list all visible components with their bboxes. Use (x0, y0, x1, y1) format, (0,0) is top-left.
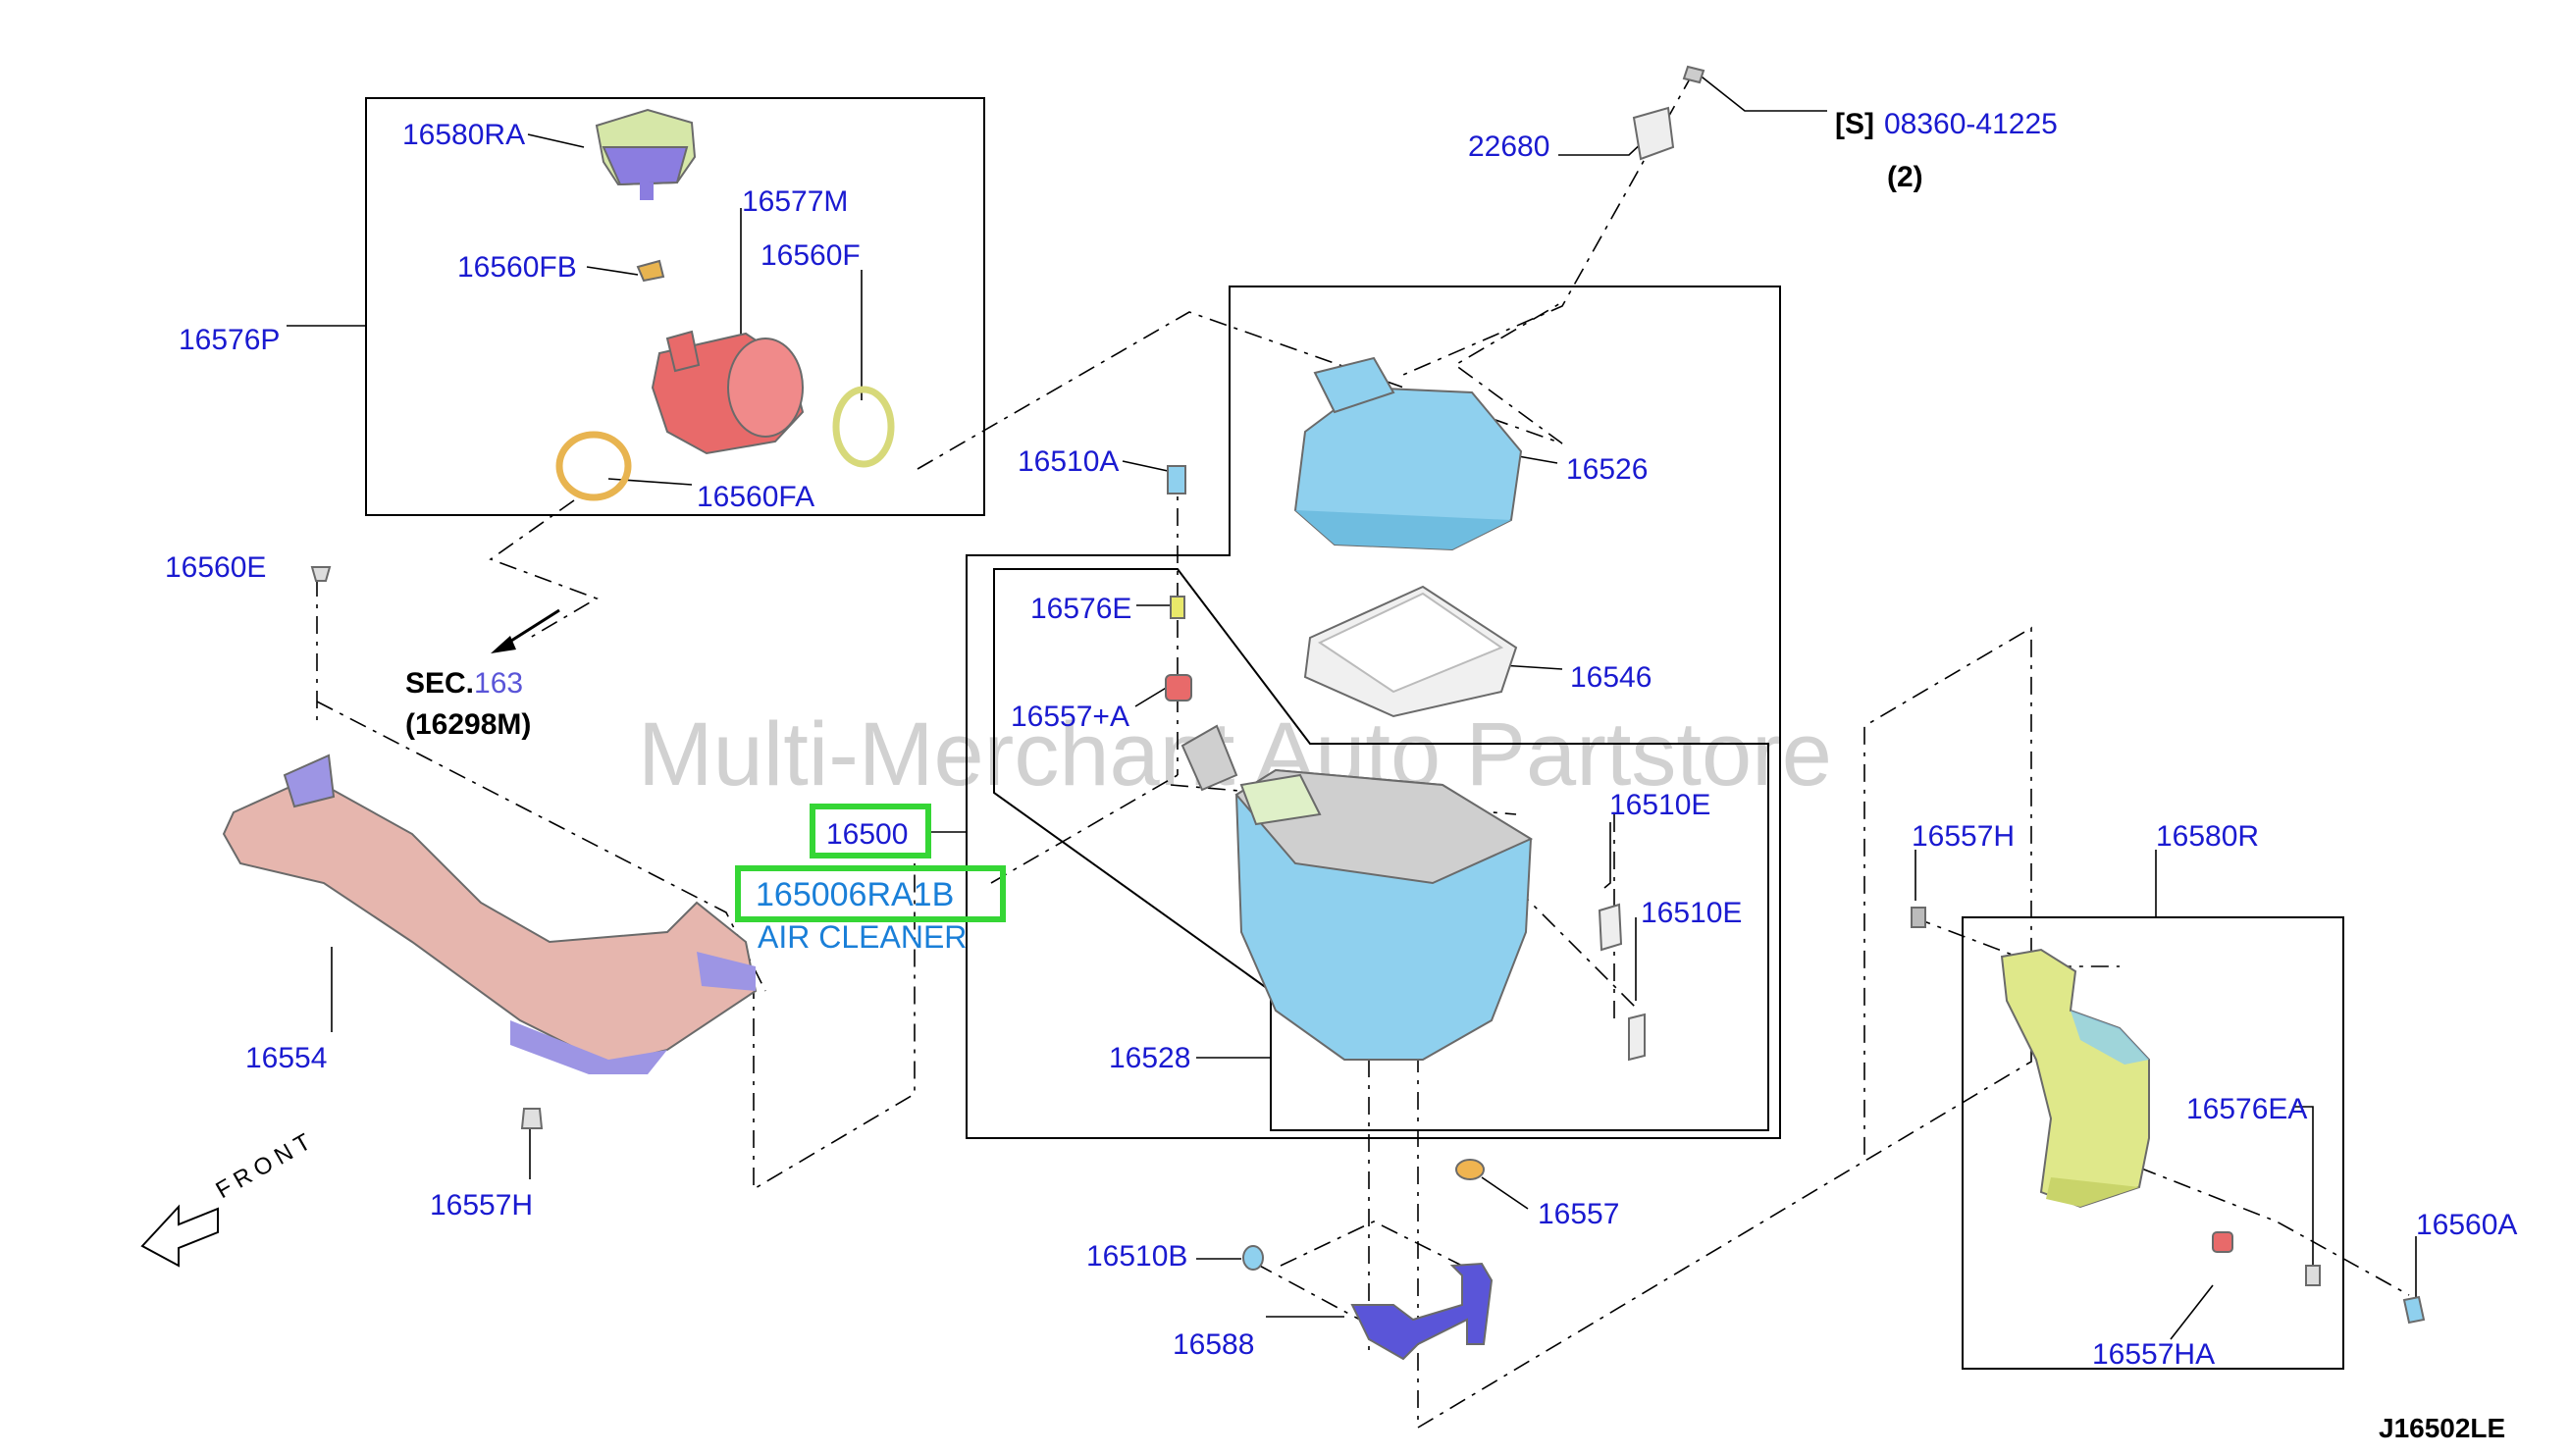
label-qty: (2) (1887, 161, 1923, 193)
sec-prefix: SEC. (405, 667, 474, 700)
label-16577M[interactable]: 16577M (742, 185, 848, 218)
part-16560FB (636, 259, 665, 283)
part-22680 (1632, 106, 1675, 161)
part-16588 (1350, 1262, 1494, 1361)
part-16510E-2 (1628, 1013, 1646, 1062)
leader-16557A (1134, 686, 1169, 707)
leader-16560FB (586, 266, 639, 276)
label-165006RA1B[interactable]: 165006RA1B (756, 876, 954, 913)
connect-line-bracket (1280, 1221, 1483, 1276)
leader-16580RA (527, 133, 585, 148)
label-16580RA[interactable]: 16580RA (402, 119, 525, 151)
connect-line-duct-bottom (753, 863, 916, 1191)
watermark: Multi-Merchant Auto Partstore (638, 704, 1832, 805)
highlight-16500 (810, 804, 931, 858)
label-air-cleaner: AIR CLEANER (758, 919, 967, 955)
sec-arrow (491, 608, 560, 653)
label-16560E[interactable]: 16560E (165, 551, 266, 584)
part-16526 (1293, 356, 1523, 551)
part-16557H-left (520, 1108, 544, 1129)
part-16510B (1242, 1245, 1264, 1271)
label-16576P[interactable]: 16576P (179, 324, 280, 356)
label-16560FA[interactable]: 16560FA (697, 481, 814, 513)
label-16510B[interactable]: 16510B (1086, 1240, 1187, 1273)
label-16528[interactable]: 16528 (1109, 1042, 1190, 1074)
label-16500[interactable]: 16500 (826, 818, 908, 851)
leader-16557 (1481, 1176, 1529, 1210)
leader-16557HA (2170, 1284, 2214, 1340)
label-16588[interactable]: 16588 (1173, 1328, 1254, 1361)
label-08360-41225[interactable]: 08360-41225 (1884, 108, 2058, 140)
connect-line-hose-to-cover (917, 301, 1563, 470)
label-16510E-2[interactable]: 16510E (1641, 897, 1742, 929)
label-16526[interactable]: 16526 (1566, 453, 1648, 486)
label-16557[interactable]: 16557 (1538, 1198, 1619, 1230)
sec-number[interactable]: 163 (474, 667, 523, 700)
part-16546 (1303, 585, 1518, 718)
label-16557A[interactable]: 16557+A (1011, 701, 1129, 733)
connect-line-16560A (2138, 1167, 2410, 1296)
label-16557HA[interactable]: 16557HA (2092, 1338, 2215, 1371)
diagram-id: J16502LE (2379, 1413, 2505, 1443)
label-16580R[interactable]: 16580R (2156, 820, 2259, 853)
part-16557HA (2212, 1231, 2233, 1253)
leader-16576EA (2293, 1106, 2314, 1266)
part-16580R (2000, 948, 2150, 1209)
highlight-165006RA1B (735, 865, 1006, 922)
part-16510E-1 (1598, 903, 1623, 952)
front-label: FRONT (212, 1125, 321, 1204)
part-16560E (310, 566, 332, 582)
part-16577M (651, 330, 805, 455)
label-s-bracket: [S] (1835, 108, 1874, 140)
label-16510A[interactable]: 16510A (1018, 445, 1119, 478)
part-08360-screw (1682, 65, 1705, 84)
part-16580RA (595, 108, 697, 200)
part-16557H-right (1911, 907, 1926, 928)
leader-16546 (1500, 664, 1563, 670)
part-16576E (1170, 596, 1185, 619)
connect-line-16510E (1515, 887, 1640, 1012)
leader-16510A (1122, 460, 1169, 472)
label-16510E-1[interactable]: 16510E (1609, 789, 1710, 821)
part-16510A (1167, 465, 1186, 494)
lower-case-box (993, 568, 1769, 1131)
label-16557H-left[interactable]: 16557H (430, 1189, 533, 1222)
connect-line-16510B (1255, 1263, 1370, 1326)
part-16560A (2402, 1295, 2426, 1325)
air-cleaner-assembly-box (966, 286, 1781, 1139)
label-sec-ref: (16298M) (405, 708, 531, 741)
label-16554[interactable]: 16554 (245, 1042, 327, 1074)
connect-line-right (1417, 626, 2032, 1430)
label-22680[interactable]: 22680 (1468, 130, 1549, 163)
label-16560FB[interactable]: 16560FB (457, 251, 577, 284)
label-16560A[interactable]: 16560A (2416, 1209, 2517, 1241)
part-16557A (1165, 674, 1192, 702)
part-16560F (832, 386, 895, 468)
part-16554 (222, 754, 758, 1074)
label-16576EA[interactable]: 16576EA (2186, 1093, 2307, 1125)
connect-line-sec (489, 499, 599, 639)
connect-line-duct (316, 701, 766, 992)
part-16528 (1180, 724, 1534, 1061)
label-16546[interactable]: 16546 (1570, 661, 1652, 694)
resonator-box (1962, 916, 2344, 1370)
front-arrow: FRONT (140, 1125, 321, 1268)
leader-08360 (1697, 73, 1827, 112)
leader-16510E-1 (1603, 822, 1611, 889)
label-16576E[interactable]: 16576E (1030, 593, 1131, 625)
label-16557H-right[interactable]: 16557H (1912, 820, 2015, 853)
hose-assembly-box (365, 97, 985, 516)
part-16557 (1455, 1159, 1485, 1180)
label-16560F[interactable]: 16560F (761, 239, 861, 272)
part-16576EA (2305, 1265, 2321, 1286)
part-16560FA (555, 431, 632, 501)
label-sec-prefix: SEC.163 (405, 667, 523, 700)
